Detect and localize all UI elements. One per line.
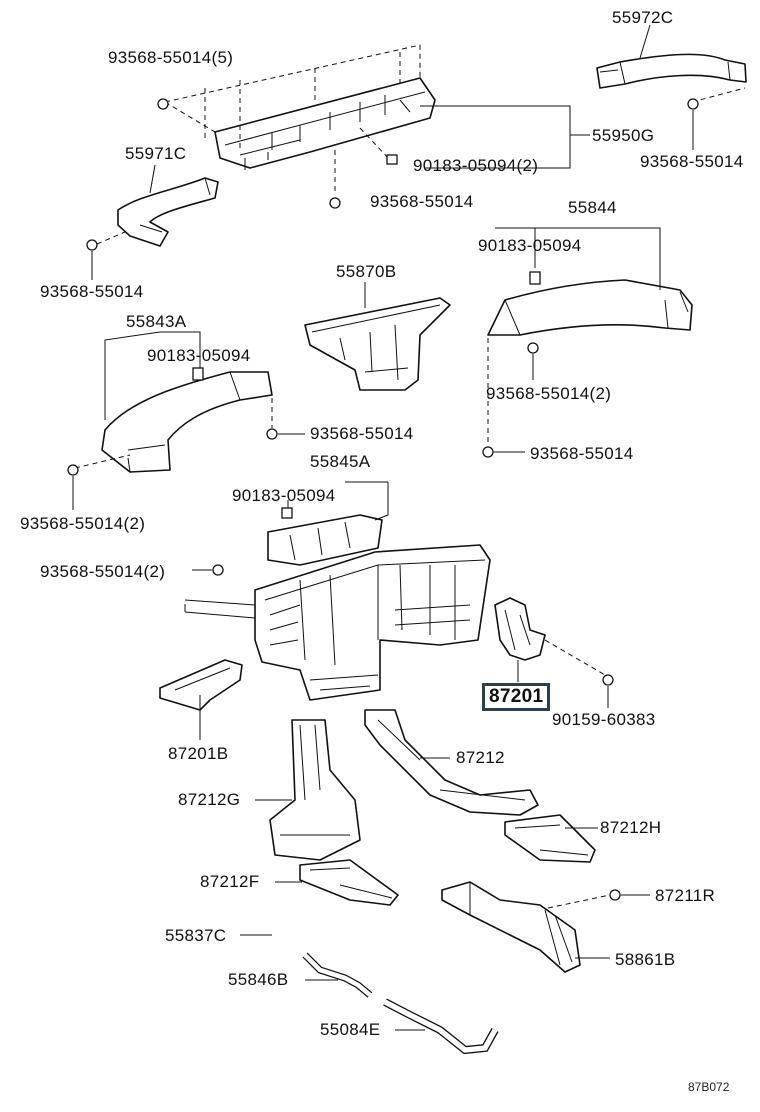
- label-87212f: 87212F: [200, 872, 260, 891]
- part-55870b: [304, 297, 451, 391]
- label-93568-55014-2-b: 93568-55014(2): [20, 514, 146, 533]
- figure-code: 87B072: [688, 1080, 730, 1094]
- duct-87212g: [269, 719, 361, 861]
- duct-55971c: [117, 177, 219, 247]
- label-55843a: 55843A: [126, 312, 187, 331]
- duct-87212h: [504, 814, 596, 863]
- label-93568-55014-a: 93568-55014: [640, 152, 744, 171]
- label-55845a: 55845A: [310, 452, 371, 471]
- label-55837c: 55837C: [165, 926, 227, 945]
- label-93568-55014-5: 93568-55014(5): [108, 48, 234, 67]
- part-55845a: [267, 514, 383, 566]
- label-55950g: 55950G: [592, 126, 655, 145]
- part-87201: [494, 597, 546, 661]
- label-55971c: 55971C: [125, 144, 187, 163]
- label-87211r: 87211R: [655, 886, 716, 905]
- hose-55846b: [302, 952, 373, 998]
- duct-55950g: [214, 77, 436, 170]
- label-90183-05094-b: 90183-05094: [147, 346, 251, 365]
- duct-87212f: [299, 859, 399, 906]
- label-55870b: 55870B: [336, 262, 397, 281]
- label-93568-55014-2-c: 93568-55014(2): [40, 562, 166, 581]
- label-90183-05094-2: 90183-05094(2): [413, 156, 539, 175]
- hvac-unit: [184, 544, 491, 701]
- label-90159-60383: 90159-60383: [552, 710, 656, 729]
- label-55846b: 55846B: [228, 970, 289, 989]
- label-93568-55014-b: 93568-55014: [370, 192, 474, 211]
- hose-55084e: [383, 998, 499, 1055]
- label-55084e: 55084E: [320, 1020, 381, 1039]
- duct-55972c: [596, 53, 747, 89]
- duct-87212: [364, 709, 539, 816]
- label-87212h: 87212H: [600, 818, 662, 837]
- label-90183-05094-a: 90183-05094: [478, 236, 582, 255]
- duct-55843a: [101, 371, 273, 473]
- duct-58861b: [441, 881, 581, 973]
- label-55972c: 55972C: [612, 8, 674, 27]
- hose-55837c: [266, 904, 304, 957]
- label-93568-55014-c: 93568-55014: [40, 282, 144, 301]
- label-58861b: 58861B: [615, 950, 676, 969]
- duct-55844: [487, 279, 693, 336]
- label-87201-highlighted[interactable]: 87201: [482, 683, 551, 711]
- label-93568-55014-e: 93568-55014: [530, 444, 634, 463]
- label-93568-55014-d: 93568-55014: [310, 424, 414, 443]
- label-93568-55014-2-a: 93568-55014(2): [486, 384, 612, 403]
- label-90183-05094-c: 90183-05094: [232, 486, 336, 505]
- label-55844: 55844: [568, 198, 617, 217]
- part-87201b: [159, 659, 243, 740]
- label-87212g: 87212G: [178, 790, 241, 809]
- label-87201b: 87201B: [168, 744, 229, 763]
- label-87212: 87212: [456, 748, 505, 767]
